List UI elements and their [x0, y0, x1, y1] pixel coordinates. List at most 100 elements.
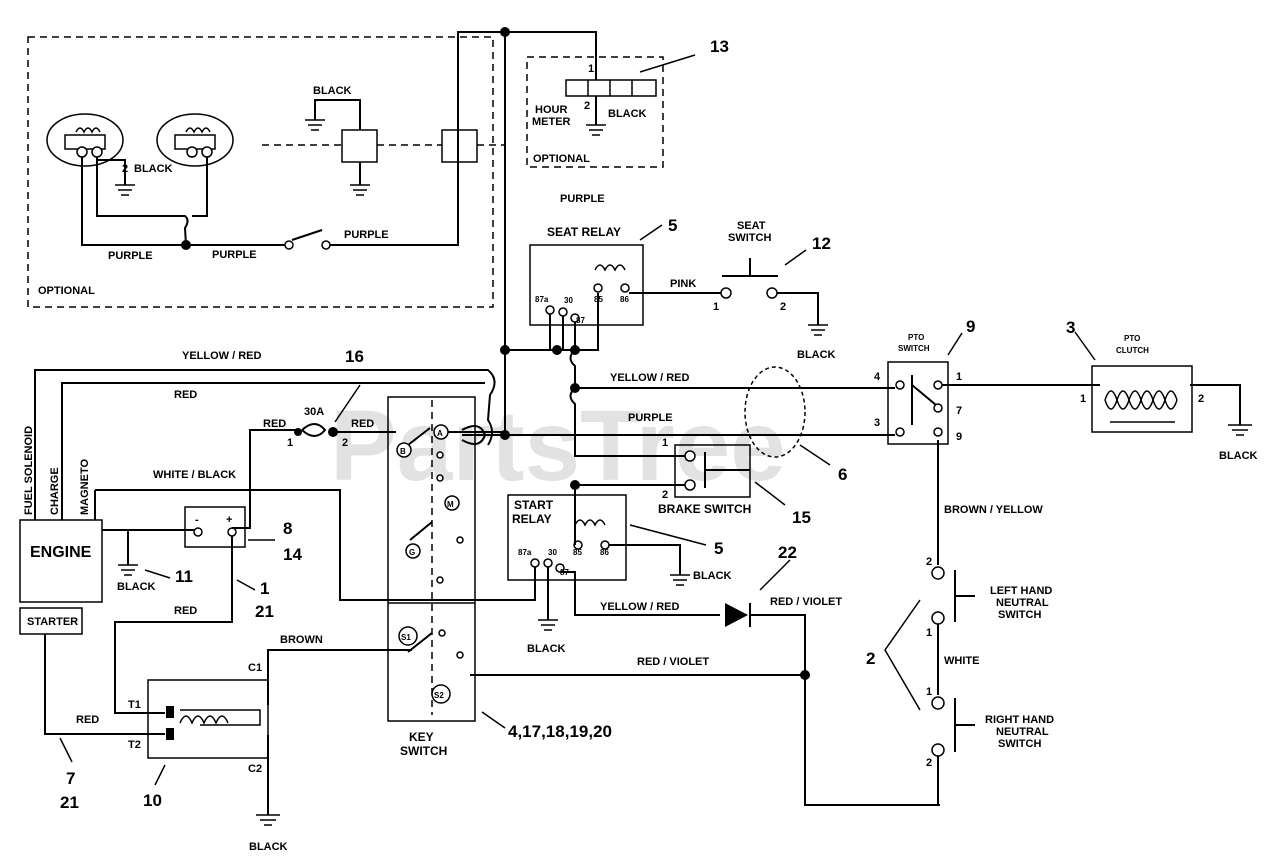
headlight-left-terminal-1: [76, 146, 88, 158]
callout-5-seat-relay: 5: [668, 216, 677, 235]
battery-positive-terminal: [227, 527, 237, 537]
start-relay-label-87a: 87a: [518, 548, 532, 557]
left-neutral-label-1: 1: [926, 627, 932, 639]
pto-label-7: 7: [956, 405, 962, 417]
callout-5-start-relay: 5: [714, 539, 723, 558]
key-contact-3: [456, 536, 464, 544]
label-key: KEY: [409, 730, 434, 744]
pto-switch: [887, 361, 949, 445]
pto-label-9: 9: [956, 431, 962, 443]
label-pto: PTO: [908, 333, 924, 342]
hour-meter-terminal-1: 1: [588, 63, 594, 75]
seat-relay-label-87a: 87a: [535, 295, 549, 304]
seat-relay-85: [593, 283, 603, 293]
label-start: START: [514, 498, 554, 512]
label-right-switch: SWITCH: [998, 738, 1041, 750]
start-relay-30: [543, 558, 553, 568]
label-black-seat-switch: BLACK: [797, 349, 836, 361]
label-red-fuse-right: RED: [351, 418, 374, 430]
start-relay-label-86: 86: [600, 548, 609, 557]
solenoid-contact-t2: [166, 728, 174, 740]
callout-2: 2: [866, 649, 875, 668]
seat-switch: 1 2 BLACK SEAT SWITCH 12: [713, 220, 836, 361]
diode-triangle: [725, 603, 748, 627]
connector-lights-ground: [341, 129, 378, 163]
headlight-right-terminal-2: [201, 146, 213, 158]
callout-1: 1: [260, 579, 269, 598]
callout-22: 22: [778, 543, 797, 562]
label-left-neutral: NEUTRAL: [996, 597, 1049, 609]
starter-solenoid-body: [147, 679, 269, 759]
optional-lights-section: BLACK 2 BLACK PURPLE PURPLE PURPLE OPTIO…: [27, 31, 505, 308]
label-yellow-red-engine: YELLOW / RED: [182, 350, 262, 362]
seat-relay-86: [620, 283, 630, 293]
label-yellow-red-diode: YELLOW / RED: [600, 601, 680, 613]
start-relay-label-85: 85: [573, 548, 582, 557]
headlight-right-filament: [185, 127, 211, 134]
label-hour: HOUR: [535, 104, 567, 116]
right-neutral-label-1: 1: [926, 686, 932, 698]
junction-top: [500, 27, 510, 37]
headlight-left: [46, 113, 124, 167]
label-red-solenoid: RED: [174, 605, 197, 617]
start-relay: [507, 494, 627, 581]
label-black-hour-meter: BLACK: [608, 108, 647, 120]
label-purple-light-3: PURPLE: [344, 229, 389, 241]
label-left-hand: LEFT HAND: [990, 585, 1052, 597]
key-terminal-s1: [398, 626, 418, 646]
battery-plus: +: [226, 514, 232, 526]
seat-relay-section: 87a 30 87 85 86 SEAT RELAY 5 PINK: [529, 216, 722, 350]
pto-clutch-label-2: 2: [1198, 393, 1204, 405]
callout-7: 7: [66, 769, 75, 788]
brake-switch-label-2: 2: [662, 489, 668, 501]
right-neutral-terminal-1: [931, 696, 945, 710]
key-contact-2: [436, 474, 444, 482]
label-black-start-relay-2: BLACK: [527, 643, 566, 655]
key-label-s1: S1: [401, 633, 411, 642]
label-yellow-red-pto: YELLOW / RED: [610, 372, 690, 384]
pto-terminal-1: [933, 380, 943, 390]
key-label-b: B: [400, 447, 406, 456]
callout-12: 12: [812, 234, 831, 253]
fuse-terminal-1: [294, 428, 302, 436]
key-contact-4: [436, 576, 444, 584]
light-switch-terminal-1: [284, 240, 294, 250]
light-switch-terminal-2: [321, 240, 331, 250]
optional-lights-boundary: [27, 36, 494, 308]
left-neutral-terminal-2: [931, 566, 945, 580]
label-purple-bus: PURPLE: [560, 193, 605, 205]
left-neutral-terminal-1: [931, 611, 945, 625]
label-white-black: WHITE / BLACK: [153, 469, 236, 481]
label-relay: RELAY: [512, 512, 552, 526]
start-relay-section: 87a 30 87 85 86 START RELAY BLACK 5 BLAC…: [95, 485, 732, 655]
pto-clutch: [1091, 365, 1193, 433]
seat-switch-terminal-2: [766, 287, 778, 299]
callout-16: 16: [345, 347, 364, 366]
key-terminal-m: [444, 495, 460, 511]
callout-9: 9: [966, 317, 975, 336]
label-fuel-solenoid: FUEL SOLENOID: [23, 426, 35, 515]
seat-relay: [529, 244, 644, 326]
label-black-lights-ground: BLACK: [313, 85, 352, 97]
brake-switch-terminal-2: [684, 479, 696, 491]
pto-switch-section: 4 1 7 3 9 PTO SWITCH 9 BLACK 1 2 PTO CLU…: [874, 317, 1258, 462]
label-engine: ENGINE: [30, 544, 92, 561]
key-terminal-s2: [431, 684, 451, 704]
seat-relay-label-86: 86: [620, 295, 629, 304]
headlight-right-terminal-1: [186, 146, 198, 158]
solenoid-label-c2: C2: [248, 763, 262, 775]
label-brown: BROWN: [280, 634, 323, 646]
battery-negative-terminal: [193, 527, 203, 537]
starter-body: [19, 607, 83, 635]
fuse-label-1: 1: [287, 437, 293, 449]
label-charge: CHARGE: [49, 467, 61, 515]
key-terminal-b: [396, 442, 412, 458]
headlight-left-filament: [75, 127, 101, 134]
pto-terminal-3: [895, 427, 905, 437]
callout-11: 11: [175, 567, 193, 586]
pto-label-4: 4: [874, 371, 881, 383]
label-pto-clutch-2: CLUTCH: [1116, 346, 1149, 355]
callout-8: 8: [283, 519, 292, 538]
battery-minus: -: [195, 514, 199, 526]
right-neutral-label-2: 2: [926, 757, 932, 769]
